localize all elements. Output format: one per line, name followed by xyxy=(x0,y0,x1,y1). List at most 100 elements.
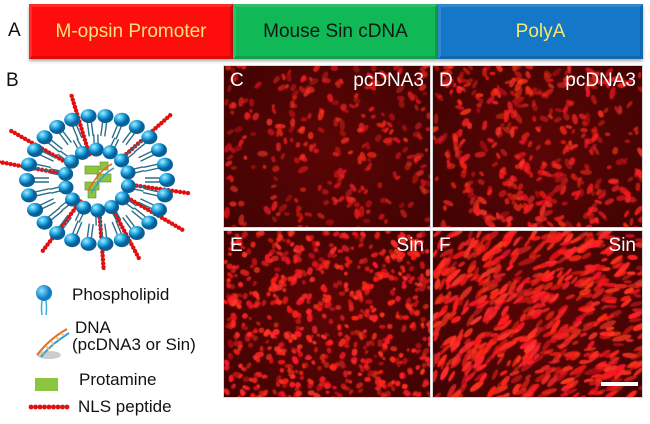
nls-bead xyxy=(163,217,168,222)
nls-bead xyxy=(22,136,28,142)
nls-bead xyxy=(136,255,141,261)
lipid-head xyxy=(21,188,38,203)
lipid-head xyxy=(49,226,66,241)
nls-bead xyxy=(4,161,9,166)
protamine-icon xyxy=(35,378,58,391)
nls-bead xyxy=(79,126,84,132)
lipid-head xyxy=(58,180,74,195)
polya-segment: PolyA xyxy=(438,4,643,59)
legend-nls-peptide: NLS peptide xyxy=(78,397,172,416)
nls-bead xyxy=(57,156,62,161)
lipid-head xyxy=(80,236,97,251)
nls-bead xyxy=(8,161,13,167)
nls-bead xyxy=(153,125,158,131)
lipid-head xyxy=(90,203,106,218)
nls-bead xyxy=(19,134,24,140)
lipid-head xyxy=(113,112,130,127)
nls-bead xyxy=(145,207,151,212)
panel-d-label: D xyxy=(439,70,453,91)
panel-c-label: C xyxy=(230,70,244,91)
nls-bead xyxy=(173,189,179,194)
nls-bead xyxy=(118,221,123,227)
nls-bead xyxy=(154,186,159,191)
lipid-head xyxy=(36,130,53,145)
nls-bead xyxy=(177,189,183,195)
nls-bead xyxy=(68,211,74,216)
micrograph-e: E Sin xyxy=(223,230,431,398)
nls-bead xyxy=(185,190,191,196)
nls-bead xyxy=(101,264,106,270)
nls-bead xyxy=(78,123,83,128)
nls-bead xyxy=(150,185,155,191)
nls-bead xyxy=(33,404,38,410)
segment-label: Mouse Sin cDNA xyxy=(263,20,408,42)
micrograph-c: C pcDNA3 xyxy=(223,65,431,228)
phospholipid-icon xyxy=(36,285,52,316)
lipid-head xyxy=(128,119,145,134)
lipid-head xyxy=(58,166,74,181)
micrograph-f: F Sin xyxy=(432,230,643,398)
lipid-head xyxy=(114,153,130,168)
nls-bead xyxy=(12,162,17,168)
lipid-head xyxy=(150,143,167,158)
lipid-head xyxy=(64,192,80,207)
nls-bead xyxy=(26,138,31,144)
nls-bead xyxy=(9,128,14,134)
nls-bead xyxy=(156,123,161,128)
lipid-head xyxy=(141,215,158,230)
lipid-head xyxy=(64,112,81,127)
nls-bead xyxy=(131,245,136,250)
nls-bead xyxy=(173,223,178,228)
nls-bead xyxy=(176,225,182,230)
lipid-head xyxy=(74,145,90,160)
panel-d-tag: pcDNA3 xyxy=(565,70,636,91)
legend-protamine: Protamine xyxy=(79,370,157,389)
nls-bead xyxy=(72,104,78,110)
nls-bead xyxy=(122,228,127,233)
lipid-head xyxy=(76,200,92,215)
m-opsin-promoter-segment: M-opsin Promoter xyxy=(29,4,233,59)
nls-bead xyxy=(100,253,105,259)
scale-bar xyxy=(601,382,638,386)
nls-bead xyxy=(167,113,173,118)
lipid-head xyxy=(128,226,145,241)
segment-label: PolyA xyxy=(515,20,566,42)
lipid-head xyxy=(27,202,44,217)
lipid-head xyxy=(21,157,38,172)
lipid-head xyxy=(19,173,35,187)
nls-bead xyxy=(46,404,52,410)
dna-strand xyxy=(87,163,113,191)
legend-dna-subtext: (pcDNA3 or Sin) xyxy=(72,335,196,354)
nls-bead xyxy=(134,252,140,257)
nls-bead xyxy=(71,208,76,213)
nls-bead xyxy=(181,190,187,195)
dna-icon xyxy=(36,328,70,359)
nls-bead xyxy=(71,101,77,106)
protamine-block xyxy=(87,189,97,199)
legend-dna: DNA xyxy=(75,318,111,337)
lipid-head xyxy=(80,109,97,124)
lipid-head xyxy=(88,142,104,157)
lipid-head xyxy=(64,154,80,169)
nls-bead xyxy=(45,242,50,247)
nls-bead xyxy=(12,130,17,136)
nls-bead xyxy=(60,404,65,410)
nls-bead xyxy=(81,133,86,139)
nls-bead xyxy=(120,225,125,230)
nls-bead xyxy=(69,93,74,99)
lipid-head xyxy=(97,236,114,251)
nls-bead xyxy=(55,404,61,410)
legend-phospholipid: Phospholipid xyxy=(72,285,170,304)
nls-bead xyxy=(166,219,171,224)
nls-bead xyxy=(43,245,48,250)
nls-bead xyxy=(73,108,79,113)
nls-bead xyxy=(70,97,75,102)
nls-bead xyxy=(169,221,175,226)
lipid-head xyxy=(64,233,81,248)
nls-bead xyxy=(64,404,70,410)
nls-bead xyxy=(100,257,106,262)
segment-label: M-opsin Promoter xyxy=(55,20,207,42)
nls-bead xyxy=(162,118,167,123)
lipid-head xyxy=(104,200,120,215)
micrograph-d: D pcDNA3 xyxy=(432,65,643,228)
